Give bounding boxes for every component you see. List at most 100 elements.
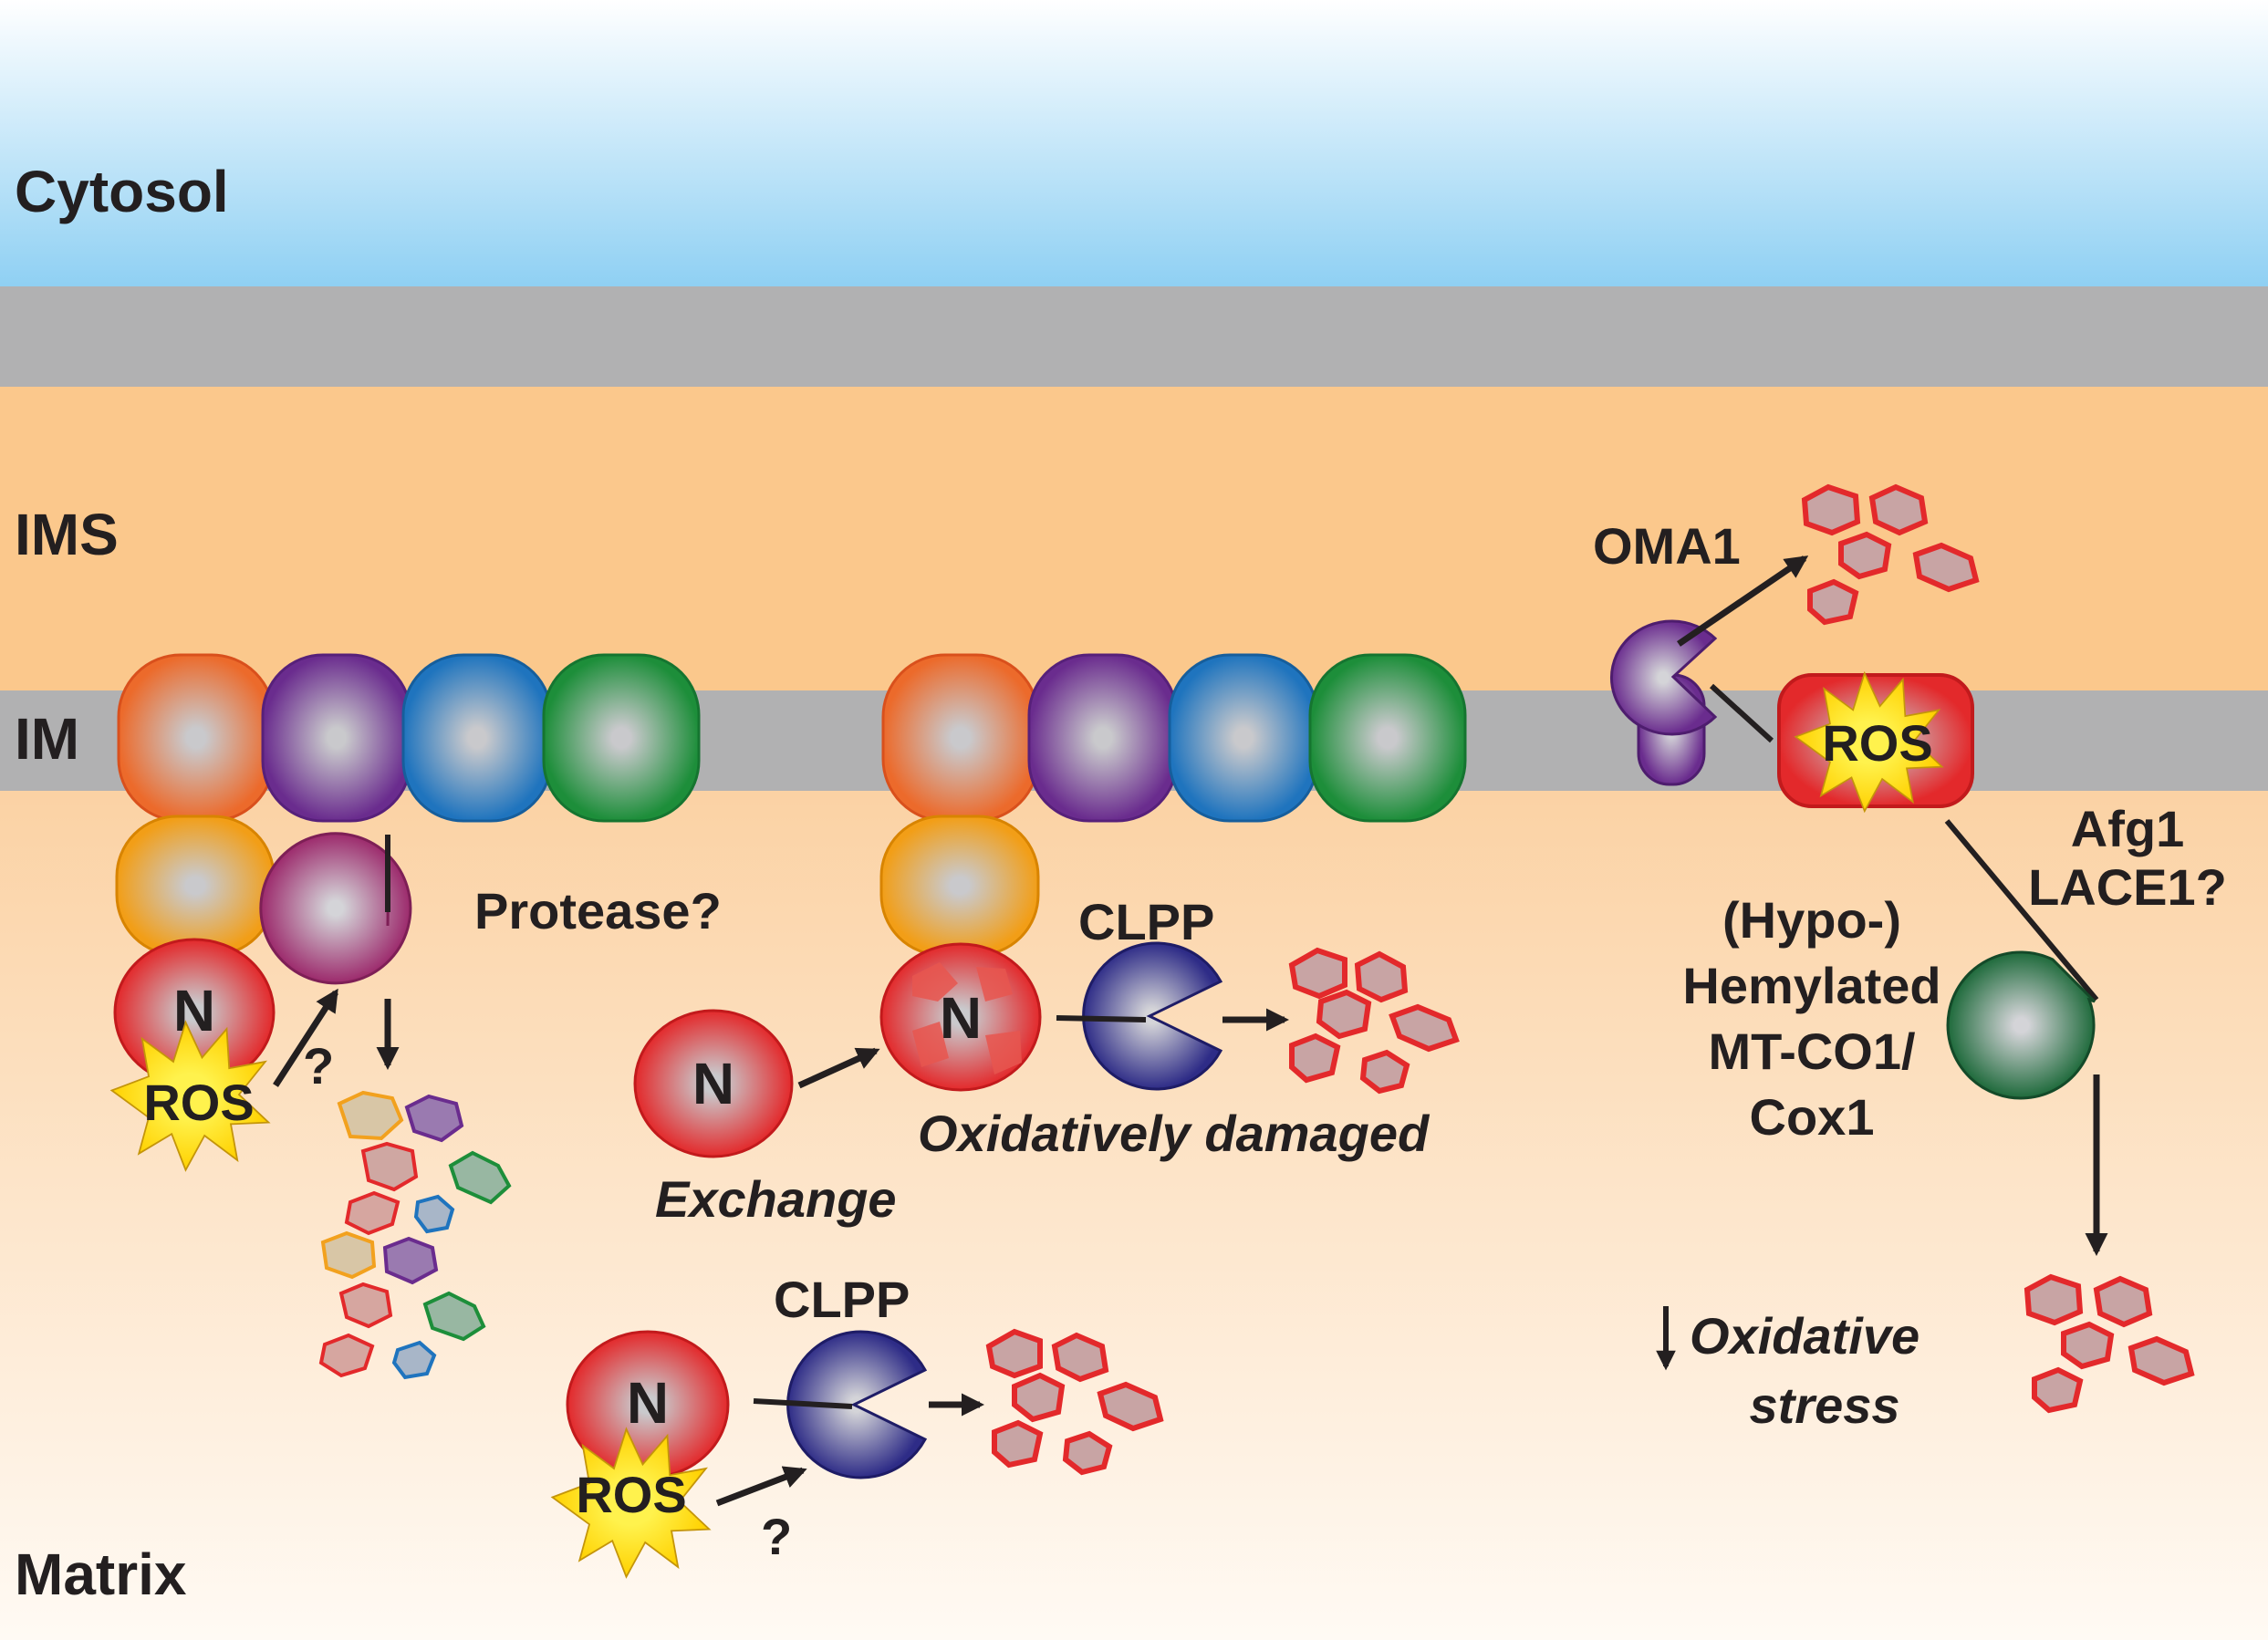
middle-complex-subunit-green (1308, 653, 1467, 823)
damaged-n-to-clpp-arrow (1056, 1015, 1147, 1022)
exchange-label: Exchange (655, 1170, 897, 1228)
oma1-label: OMA1 (1593, 517, 1741, 575)
middle-complex-subunit-purple (1027, 653, 1179, 823)
fragment (1316, 989, 1372, 1040)
oxidative-label: Oxidative (1690, 1307, 1919, 1365)
left-complex-subunit-orange (117, 653, 276, 823)
fragment (1912, 542, 1980, 593)
fragment (320, 1230, 377, 1280)
fragment (1097, 1381, 1164, 1432)
fragment (992, 1419, 1044, 1469)
fragment (1051, 1332, 1109, 1383)
afg1-pacman (1946, 950, 2096, 1100)
fragment (2061, 1321, 2115, 1370)
hemylated-label-block: (Hypo-) Hemylated MT-CO1/ Cox1 (1682, 891, 1940, 1146)
left-question-mark: ? (303, 1037, 334, 1095)
fragment (318, 1333, 375, 1378)
oxidatively-damaged-label: Oxidatively damaged (918, 1105, 1431, 1162)
bottom-red-fragments (985, 1328, 1164, 1476)
left-ros-label: ROS (143, 1074, 254, 1131)
stress-label: stress (1749, 1376, 1899, 1434)
bottom-question-mark: ? (761, 1508, 792, 1565)
middle-clpp-label: CLPP (1078, 893, 1214, 950)
middle-red-fragments (1288, 947, 1460, 1095)
fragment (2128, 1335, 2195, 1386)
fragment (360, 1141, 419, 1192)
hemylated-line-1: (Hypo-) (1722, 891, 1901, 949)
exchange-arrow (797, 1047, 880, 1089)
afg1-red-fragments (2024, 1273, 2195, 1414)
oma1-red-fragments (1801, 483, 1980, 626)
ims-region (0, 387, 2268, 690)
fragment (1289, 1033, 1341, 1084)
lace1-label: LACE1? (2028, 858, 2227, 916)
fragment (2024, 1273, 2084, 1326)
protease-pacman (259, 832, 412, 985)
fragment (1807, 578, 1859, 626)
bottom-ros-burst: ROS (551, 1427, 711, 1578)
fragment (1012, 1372, 1066, 1423)
middle-n-label: N (940, 985, 982, 1051)
ros-complex-to-oma1-line (1709, 683, 1774, 743)
middle-clpp-pacman (1082, 941, 1223, 1091)
fragment (1838, 531, 1892, 580)
fragment (391, 1340, 437, 1380)
outer-membrane (0, 286, 2268, 387)
ims-label: IMS (15, 502, 119, 567)
bottom-n-label: N (627, 1370, 669, 1436)
fragment (413, 1194, 455, 1234)
left-n-label: N (173, 978, 215, 1043)
hemylated-line-3: MT-CO1/ (1708, 1022, 1916, 1080)
left-complex-subunit-yellow (115, 815, 276, 957)
fragment (382, 1236, 439, 1285)
bottom-ros-to-clpp-arrow (715, 1466, 807, 1507)
left-ros-to-protease-arrow (273, 988, 338, 1087)
cytosol-region (0, 0, 2268, 286)
fragment (422, 1291, 486, 1342)
left-complex-subunit-blue (401, 653, 553, 823)
middle-complex: N (879, 653, 1467, 1092)
fragment (337, 1090, 404, 1141)
ros-complex-to-afg1-line (1944, 819, 2099, 1002)
fragment (2032, 1366, 2084, 1414)
matrix-label: Matrix (15, 1541, 187, 1607)
middle-complex-subunit-yellow (879, 815, 1040, 957)
fragment (1389, 1003, 1460, 1053)
left-peptide-fragments (318, 1090, 512, 1380)
fragment (344, 1190, 401, 1236)
exchange-n-label: N (692, 1051, 734, 1116)
exchange-n-module (633, 1009, 794, 1158)
fragment (1801, 483, 1861, 536)
hemylated-line-4: Cox1 (1750, 1088, 1875, 1146)
fragment (985, 1328, 1043, 1379)
left-complex-subunit-purple (261, 653, 412, 823)
middle-complex-subunit-orange (881, 653, 1040, 823)
right-ros-label: ROS (1822, 714, 1932, 772)
im-label: IM (15, 706, 79, 772)
hemylated-line-2: Hemylated (1682, 957, 1940, 1014)
fragment (338, 1282, 393, 1329)
bottom-n-to-clpp-arrow (753, 1398, 853, 1409)
afg1-label: Afg1 (2071, 800, 2184, 857)
fragment (1868, 483, 1929, 536)
oma1-out-arrow (1677, 555, 1809, 647)
bottom-clpp-label: CLPP (774, 1271, 910, 1328)
cytosol-label: Cytosol (15, 159, 229, 224)
fragment (1359, 1049, 1410, 1095)
fragment (2093, 1275, 2153, 1328)
fragment (404, 1094, 464, 1143)
protease-label: Protease? (474, 882, 722, 939)
fragment (1062, 1430, 1113, 1476)
fragment (1288, 947, 1347, 1000)
left-ros-burst: ROS (110, 1021, 270, 1171)
fragment (448, 1150, 512, 1205)
left-complex-subunit-green (542, 653, 701, 823)
bottom-ros-label: ROS (576, 1466, 686, 1523)
middle-complex-subunit-blue (1168, 653, 1319, 823)
ros-damaged-cox1: ROS (1777, 672, 1974, 813)
oma1-protease (1610, 619, 1718, 786)
fragment (1354, 950, 1409, 1003)
left-complex: N (113, 653, 701, 1087)
damage-patches (912, 962, 1022, 1074)
